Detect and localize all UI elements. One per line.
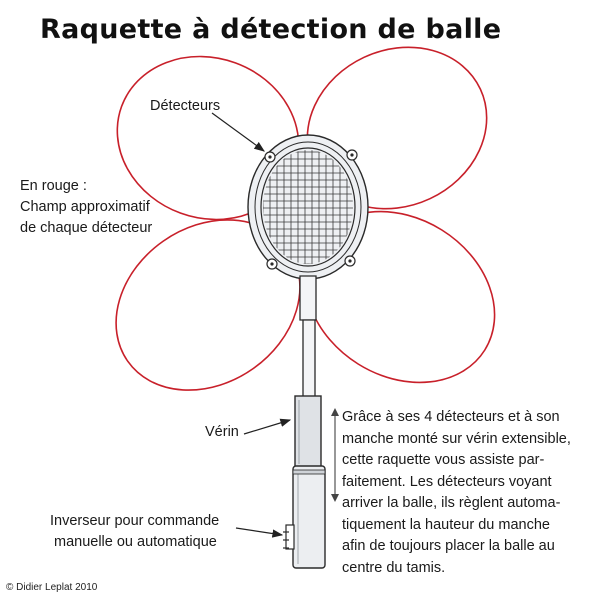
inverter-switch (283, 524, 295, 550)
description-line: afin de toujours placer la balle au (342, 538, 555, 554)
racket-shaft (299, 275, 317, 399)
arrow-verin (243, 418, 292, 435)
label-verin: Vérin (205, 424, 239, 440)
description-line: centre du tamis. (342, 559, 446, 576)
page-title: Raquette à détection de balle (40, 14, 502, 45)
description-text: Grâce à ses 4 détecteurs et à son manche… (342, 407, 592, 579)
label-inverseur: Inverseur pour commande manuelle ou auto… (50, 511, 219, 553)
description-line: tiquement la hauteur du manche (342, 516, 550, 533)
jack-cylinder (294, 395, 322, 469)
label-detecteurs: Détecteurs (150, 98, 221, 114)
racket-handle (292, 465, 326, 569)
description-line: Grâce à ses 4 détecteurs et à son (342, 409, 560, 425)
legend-line-1: En rouge : (20, 178, 87, 194)
inverseur-line-2: manuelle ou automatique (54, 534, 217, 550)
arrow-detecteurs (211, 112, 265, 152)
description-line: cette raquette vous assiste par- (342, 452, 545, 468)
annotation-arrows (211, 112, 292, 538)
inverseur-line-1: Inverseur pour commande (50, 513, 220, 529)
arrow-inverseur (235, 527, 284, 538)
extension-double-arrow (331, 408, 339, 502)
description-line: arriver la balle, ils règlent automa- (342, 495, 561, 511)
label-detection-field-legend: En rouge : Champ approximatif de chaque … (20, 176, 152, 239)
copyright-notice: © Didier Leplat 2010 (6, 582, 98, 593)
legend-line-2: Champ approximatif (20, 199, 150, 215)
legend-line-3: de chaque détecteur (20, 220, 153, 236)
description-line: faitement. Les détecteurs voyant (342, 473, 552, 490)
description-line: manche monté sur vérin extensible, (342, 430, 571, 447)
